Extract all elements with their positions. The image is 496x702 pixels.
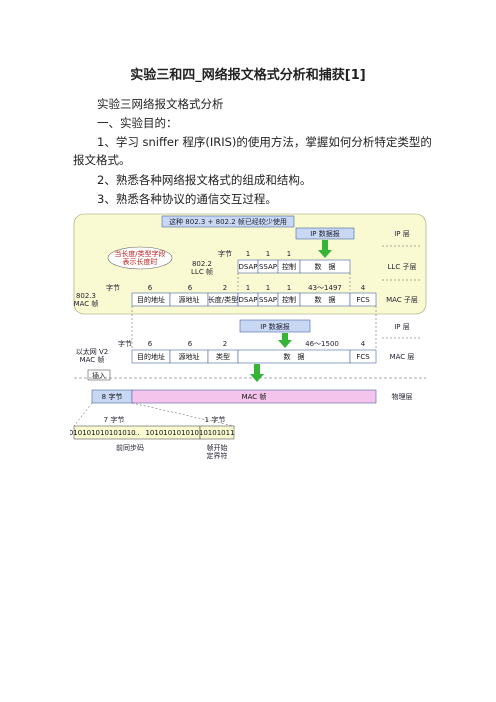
dot3-field: DSAP xyxy=(239,296,258,304)
eth-size: 6 xyxy=(148,340,153,348)
llc-field: 数 据 xyxy=(315,262,336,271)
layer-mac-2: MAC 层 xyxy=(390,353,415,361)
llc-field: DSAP xyxy=(239,263,258,271)
heading: 实验三网络报文格式分析 xyxy=(97,97,224,111)
objective-3: 3、熟悉各种协议的通信交互过程。 xyxy=(97,192,277,206)
sfd-name-1: 帧开始 xyxy=(207,443,228,452)
dot3-size: 43～1497 xyxy=(308,284,342,292)
arrow-down-2 xyxy=(278,333,292,348)
sfd-name-2: 定界符 xyxy=(207,451,228,460)
llc-field: 控制 xyxy=(282,262,296,271)
document-title: 实验三和四_网络报文格式分析和捕获[1] xyxy=(130,68,366,83)
layer-mac-1: MAC 子层 xyxy=(386,296,418,304)
preamble-box-label: 8 字节 xyxy=(102,392,123,401)
eth-size: 6 xyxy=(188,340,193,348)
ip-packet-mid: IP 数据报 xyxy=(260,322,290,331)
objective-1-cont: 报文格式。 xyxy=(73,153,131,167)
objective-2: 2、熟悉各种网络报文格式的组成和结构。 xyxy=(97,173,312,187)
llc-bytes-label: 字节 xyxy=(218,249,232,258)
insert-box xyxy=(87,369,111,381)
layer-phy: 物理层 xyxy=(392,392,413,401)
dot3-size: 6 xyxy=(188,284,193,292)
top-note-box xyxy=(161,215,295,228)
dot3-size: 2 xyxy=(223,284,227,292)
eth-size: 4 xyxy=(361,340,366,348)
dot3-size: 6 xyxy=(148,284,153,292)
eth-field: 目的地址 xyxy=(137,352,165,361)
top-note: 这种 802.3 + 802.2 帧已经较少使用 xyxy=(169,217,287,226)
llc-size: 1 xyxy=(246,250,250,258)
mac-frame-label: MAC 帧 xyxy=(242,392,267,401)
layer-llc: LLC 子层 xyxy=(388,263,417,271)
insert-label: 插入 xyxy=(92,371,106,380)
llc-field: SSAP xyxy=(259,263,277,271)
preamble-bits-b: 10101010101010101011 xyxy=(145,429,234,437)
dot3-bytes-label: 字节 xyxy=(106,283,120,292)
frame-format-figure: 这种 802.3 + 802.2 帧已经较少使用 IP 数据报 当长度/类型字段… xyxy=(70,213,427,460)
llc-size: 1 xyxy=(266,250,270,258)
llc-label-2: LLC 帧 xyxy=(191,267,213,276)
dot3-field: 长度/类型 xyxy=(208,295,238,304)
dot3-field: FCS xyxy=(356,296,370,304)
layer-ip-1: IP 层 xyxy=(394,230,410,238)
dot3-label-2: MAC 帧 xyxy=(74,299,99,308)
section-objectives: 一、实验目的： xyxy=(97,116,178,130)
ip-packet-top-box xyxy=(295,227,355,240)
eth-field: FCS xyxy=(356,353,370,361)
eth-label-1: 以太网 V2 xyxy=(76,347,108,356)
dot3-field: 目的地址 xyxy=(137,295,165,304)
dot3-size: 1 xyxy=(266,284,270,292)
preamble-bits-a: 1010101010101010 xyxy=(70,429,136,437)
eth-field: 类型 xyxy=(216,352,230,361)
preamble-name: 前同步码 xyxy=(116,443,144,452)
llc-size: 1 xyxy=(287,250,291,258)
arrow-down-1 xyxy=(318,240,332,258)
dot3-field: 控制 xyxy=(282,295,296,304)
callout-bubble xyxy=(107,246,173,270)
dot3-size: 1 xyxy=(287,284,291,292)
arrow-down-3 xyxy=(250,364,264,382)
dot3-field: 源地址 xyxy=(179,295,200,304)
ip-packet-mid-box xyxy=(239,319,311,333)
objective-1: 1、学习 sniffer 程序(IRIS)的使用方法，掌握如何分析特定类型的 xyxy=(97,135,432,149)
ip-packet-top: IP 数据报 xyxy=(310,229,340,238)
eth-size: 2 xyxy=(223,340,227,348)
eth-field: 源地址 xyxy=(179,352,200,361)
dot3-size: 4 xyxy=(361,284,366,292)
sfd-1-byte: 1 字节 xyxy=(205,415,226,424)
dot3-label-1: 802.3 xyxy=(76,292,96,300)
layer-ip-2: IP 层 xyxy=(394,323,410,331)
eth-size: 46～1500 xyxy=(305,340,339,348)
preamble-7-bytes: 7 字节 xyxy=(104,415,125,424)
eth-bytes-label: 字节 xyxy=(118,339,132,348)
preamble-bits-dots: … xyxy=(133,429,140,437)
callout-line-1: 当长度/类型字段 xyxy=(114,249,165,258)
dot3-field: SSAP xyxy=(259,296,277,304)
eth-field: 数 据 xyxy=(284,352,305,361)
dot3-field: 数 据 xyxy=(315,295,336,304)
mac-frame-box xyxy=(131,389,377,404)
sfd-bits-box xyxy=(199,425,235,440)
llc-label-1: 802.2 xyxy=(192,260,212,268)
dot3-size: 1 xyxy=(246,284,250,292)
callout-line-2: 表示长度时 xyxy=(123,257,158,266)
eth-label-2: MAC 帧 xyxy=(80,355,105,364)
